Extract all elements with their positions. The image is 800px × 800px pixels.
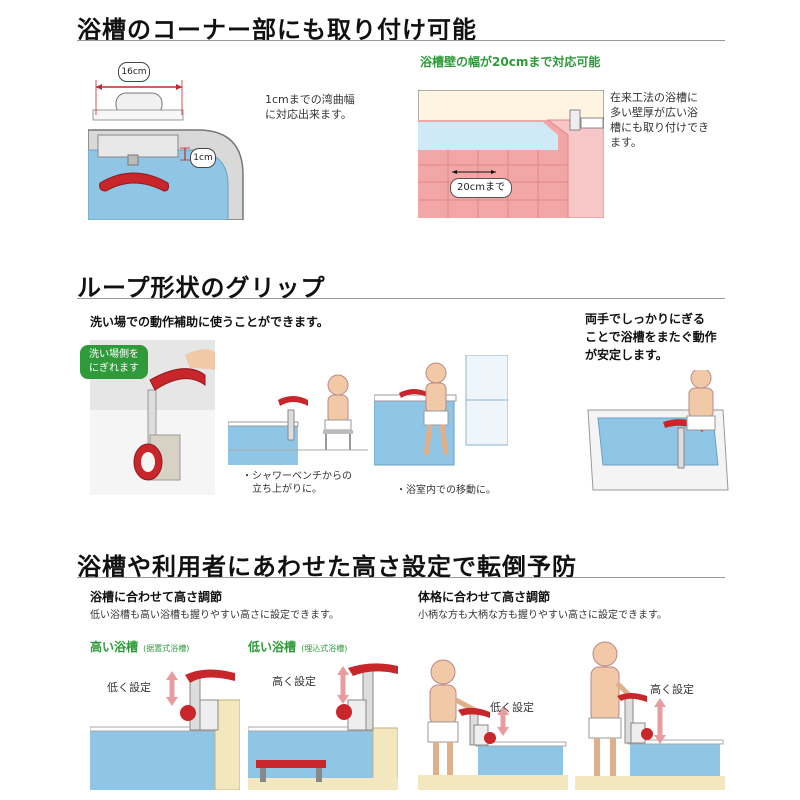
tub-height-desc: 低い浴槽も高い浴槽も握りやすい高さに設定できます。 [90, 610, 339, 621]
bathroom-moving-illustration [374, 355, 508, 466]
set-low-label: 低く設定 [107, 681, 151, 694]
tub-height-heading: 浴槽に合わせて高さ調節 [90, 590, 223, 604]
section3-title: 浴槽や利用者にあわせた高さ設定で転倒予防 [77, 553, 577, 581]
low-tub-label: 低い浴槽 (埋込式浴槽) [248, 636, 347, 655]
section1-rule [77, 40, 725, 41]
high-tub-label: 高い浴槽 (据置式浴槽) [90, 636, 189, 655]
section1-title: 浴槽のコーナー部にも取り付け可能 [77, 16, 477, 44]
set-low-label-2: 低く設定 [490, 701, 534, 714]
low-tub-title: 低い浴槽 [248, 640, 297, 654]
thick-wall-text: 在来工法の浴槽に 多い壁厚が広い浴 槽にも取り付けでき ます。 [610, 91, 709, 149]
set-high-label: 高く設定 [272, 675, 316, 688]
moving-caption: ・浴室内での移動に。 [396, 485, 496, 496]
corner-mount-illustration [88, 80, 244, 220]
body-height-heading: 体格に合わせて高さ調節 [418, 590, 551, 604]
short-person-diagram [418, 659, 568, 790]
bench-standing-illustration [228, 374, 368, 465]
high-tub-title: 高い浴槽 [90, 640, 139, 654]
section3-rule [77, 577, 725, 578]
high-tub-note: (据置式浴槽) [143, 644, 190, 653]
tall-person-diagram [575, 641, 725, 790]
two-hand-tub-illustration [587, 370, 729, 491]
dim-20cm-label: 20cmまで [450, 178, 512, 198]
body-height-desc: 小柄な方も大柄な方も握りやすい高さに設定できます。 [418, 610, 667, 621]
grip-callout-bubble: 洗い場側を にぎれます [80, 345, 148, 379]
thick-wall-illustration [418, 90, 604, 218]
low-tub-note: (埋込式浴槽) [301, 644, 348, 653]
dim-1cm-label: 1cm [190, 148, 216, 168]
set-high-label-2: 高く設定 [650, 683, 694, 696]
wall-width-heading: 浴槽壁の幅が20cmまで対応可能 [420, 55, 601, 69]
two-hand-text: 両手でしっかりにぎる ことで浴槽をまたぐ動作 が安定します。 [585, 312, 717, 362]
loop-grip-subtitle: 洗い場での動作補助に使うことができます。 [90, 315, 329, 329]
section2-title: ループ形状のグリップ [77, 274, 326, 302]
section2-rule [77, 298, 725, 299]
curve-width-text: 1cmまでの湾曲幅 に対応出来ます。 [265, 93, 355, 121]
high-tub-diagram [90, 669, 240, 790]
grip-photo [90, 340, 215, 495]
low-tub-diagram [248, 663, 398, 790]
bench-caption: ・シャワーベンチからの 立ち上がりに。 [242, 471, 352, 495]
dim-16cm-label: 16cm [118, 62, 150, 82]
